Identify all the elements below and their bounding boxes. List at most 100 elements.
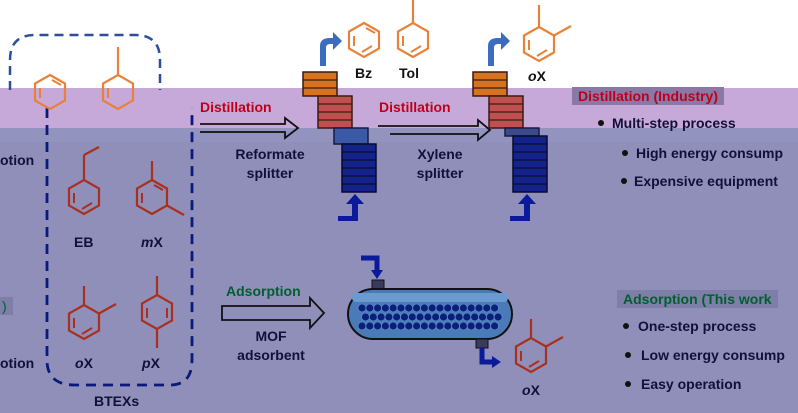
distillation-title-1: Distillation xyxy=(200,99,272,115)
mof-bead xyxy=(396,303,406,313)
benzene-product-structure xyxy=(347,21,381,59)
mof-bead xyxy=(427,303,437,313)
distillation-arrow-2 xyxy=(378,118,492,142)
cut-paren: ) xyxy=(0,297,13,315)
adsorption-this-work-header: Adsorption (This work xyxy=(617,290,778,308)
mof-bead xyxy=(396,321,406,331)
reformate-label-line2: splitter xyxy=(246,165,294,181)
mof-label-line1: MOF xyxy=(255,328,287,344)
mof-bead xyxy=(490,321,500,331)
label-mx: mX xyxy=(141,234,163,250)
mof-bead xyxy=(435,321,445,331)
ortho-xylene-product-bottom xyxy=(514,319,564,374)
adsorption-point-1: One-step process xyxy=(638,318,757,334)
mof-bead xyxy=(392,312,402,322)
label-ox-prefix: o xyxy=(75,355,84,371)
mof-bead xyxy=(365,321,375,331)
mof-bead xyxy=(368,312,378,322)
label-px-suffix: X xyxy=(150,355,160,371)
distillation-point-3: Expensive equipment xyxy=(634,173,778,189)
distillation-title-2: Distillation xyxy=(379,99,451,115)
distillation-point-1: Multi-step process xyxy=(612,115,736,131)
mof-bead xyxy=(458,321,468,331)
mof-bead xyxy=(361,312,370,322)
mof-bead xyxy=(357,303,367,313)
xylene-label-line2: splitter xyxy=(416,165,464,181)
bullet-icon xyxy=(625,352,631,358)
bullet-icon xyxy=(625,381,631,387)
mof-bead xyxy=(451,303,461,313)
xylene-label-line1: Xylene xyxy=(417,146,463,162)
mof-bead xyxy=(458,303,468,313)
column2-bottom-inlet-arrow xyxy=(510,194,536,221)
mof-bead xyxy=(419,303,429,313)
mof-bead xyxy=(462,312,472,322)
label-ox-suffix: X xyxy=(83,355,93,371)
mof-bead xyxy=(482,303,492,313)
mof-bead xyxy=(419,321,429,331)
mof-bead xyxy=(482,321,492,331)
mof-bead xyxy=(466,303,476,313)
bullet-icon xyxy=(598,120,604,126)
distillation-point-2: High energy consump xyxy=(636,145,784,161)
mof-bead xyxy=(454,312,464,322)
mof-bead xyxy=(439,312,448,322)
mof-bead xyxy=(478,312,487,322)
column1-bottom-inlet-arrow xyxy=(338,194,364,221)
mof-bead xyxy=(446,312,456,322)
adsorption-point-2: Low energy consump xyxy=(641,347,785,363)
ortho-xylene-product-top xyxy=(522,5,572,63)
mof-bead xyxy=(443,303,453,313)
column1-top-outlet-arrow xyxy=(320,32,342,66)
mof-bead xyxy=(400,312,409,322)
mof-adsorption-bed xyxy=(347,255,513,368)
para-xylene-structure xyxy=(140,276,174,348)
mof-bead xyxy=(427,321,437,331)
mof-bead xyxy=(474,303,484,313)
btex-dashed-box xyxy=(45,108,194,387)
mof-bead xyxy=(404,321,414,331)
mof-bead xyxy=(431,312,441,322)
ortho-xylene-structure-left xyxy=(67,286,117,341)
product-ox-bottom-prefix: o xyxy=(522,382,531,398)
toluene-structure-left xyxy=(101,47,135,111)
mof-bead xyxy=(490,303,500,313)
product-ox-top-label: oX xyxy=(528,68,546,84)
benzene-structure-left xyxy=(33,73,67,111)
adsorption-point-3: Easy operation xyxy=(641,376,742,392)
mof-bead xyxy=(376,312,386,322)
label-ox-left: oX xyxy=(75,355,93,371)
label-eb: EB xyxy=(74,234,94,250)
mof-bead xyxy=(373,321,383,331)
product-ox-top-suffix: X xyxy=(536,68,546,84)
mof-label-line2: adsorbent xyxy=(237,347,305,363)
mof-bead xyxy=(466,321,476,331)
mof-bead xyxy=(388,321,398,331)
bullet-icon xyxy=(622,150,628,156)
distillation-industry-header: Distillation (Industry) xyxy=(572,87,724,105)
mof-bead xyxy=(435,303,445,313)
mof-bead xyxy=(474,321,484,331)
mof-bead xyxy=(380,321,390,331)
mof-bead xyxy=(365,303,375,313)
bullet-icon xyxy=(621,178,627,184)
product-tol-label: Tol xyxy=(399,65,419,81)
column2-top-outlet-arrow xyxy=(488,32,510,66)
product-bz-label: Bz xyxy=(355,65,373,81)
label-mx-suffix: X xyxy=(153,234,163,250)
bullet-icon xyxy=(623,323,629,329)
btex-top-dashed-box xyxy=(8,33,162,90)
mof-bead xyxy=(412,303,422,313)
label-mx-prefix: m xyxy=(141,234,154,250)
mof-bead xyxy=(404,303,414,313)
product-ox-bottom-suffix: X xyxy=(530,382,540,398)
ethylbenzene-structure xyxy=(67,146,101,216)
mof-bead xyxy=(380,303,390,313)
reformate-label-line1: Reformate xyxy=(235,146,305,162)
mof-bead xyxy=(443,321,453,331)
mof-bead xyxy=(357,321,367,331)
cut-label-top: otion xyxy=(0,152,35,168)
mof-bead xyxy=(470,312,480,322)
adsorption-title: Adsorption xyxy=(226,283,301,299)
